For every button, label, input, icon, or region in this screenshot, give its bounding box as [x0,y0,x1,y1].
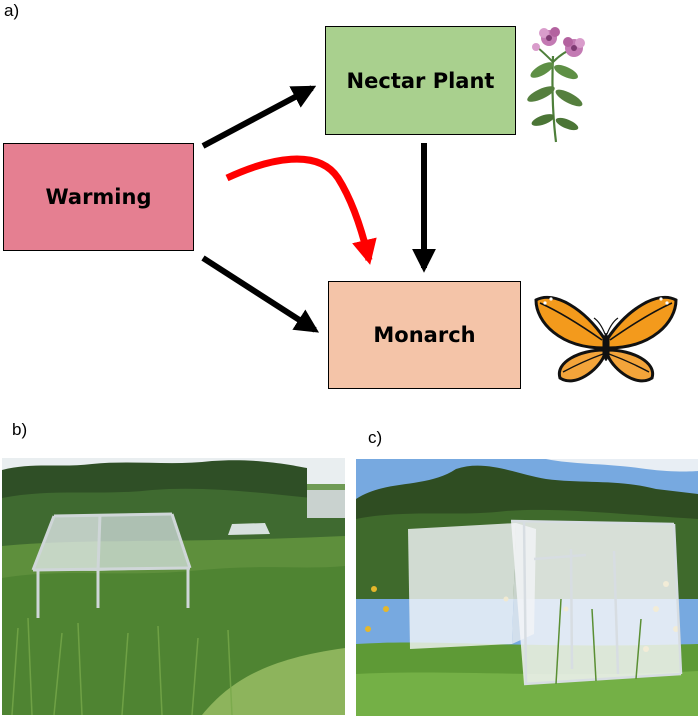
photo-mesh-cages [356,459,698,716]
node-monarch: Monarch [328,281,521,389]
panel-label-b: b) [12,420,28,439]
monarch-butterfly-icon [534,295,678,383]
arrow-warming-to-nectar-plant [201,85,317,149]
photo-open-top-chamber [2,458,345,715]
arrow-warming-to-monarch-indirect [225,155,377,265]
bee-balm-flower-icon [527,27,585,143]
node-warming: Warming [3,143,194,251]
panel-label-a: a) [4,1,20,20]
arrow-warming-to-monarch [201,255,320,333]
node-nectar-plant: Nectar Plant [325,26,516,135]
causal-diagram [201,27,678,383]
panel-label-c: c) [368,428,383,447]
